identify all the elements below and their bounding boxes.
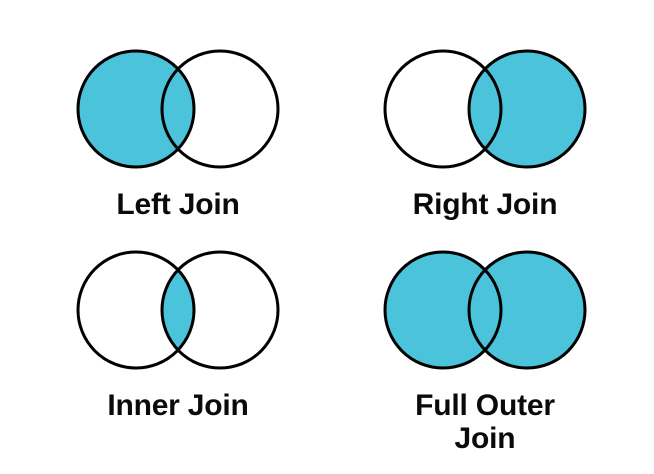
venn-figure-right-join <box>383 49 587 169</box>
venn-label-right-join: Right Join <box>412 188 558 221</box>
venn-cell-right-join: Right Join <box>355 44 615 221</box>
right-circle-right-join <box>469 51 585 167</box>
left-circle-outline-inner-join <box>76 250 196 370</box>
left-circle-outline-right-join <box>383 49 503 169</box>
venn-figure-full-outer-join <box>383 250 587 370</box>
right-circle-outline-full-outer-join <box>467 250 587 370</box>
left-circle-outline-full-outer-join <box>383 250 503 370</box>
venn-label-inner-join: Inner Join <box>107 389 249 422</box>
venn-figure-inner-join <box>76 250 280 370</box>
right-circle-inner-join <box>162 252 278 368</box>
venn-cell-full-outer-join: Full Outer Join <box>355 245 615 455</box>
right-circle-outline-inner-join <box>160 250 280 370</box>
right-circle-left-join <box>162 51 278 167</box>
venn-label-left-join: Left Join <box>116 188 240 221</box>
venn-cell-inner-join: Inner Join <box>48 245 308 422</box>
venn-cell-left-join: Left Join <box>48 44 308 221</box>
venn-label-full-outer-join: Full Outer Join <box>415 389 555 455</box>
left-circle-right-join <box>385 51 501 167</box>
right-circle-outline-right-join <box>467 49 587 169</box>
left-circle-full-outer-join <box>385 252 501 368</box>
left-circle-inner-join <box>78 252 194 368</box>
right-circle-outline-left-join <box>160 49 280 169</box>
left-circle-outline-left-join <box>76 49 196 169</box>
venn-figure-left-join <box>76 49 280 169</box>
right-circle-full-outer-join <box>469 252 585 368</box>
left-circle-left-join <box>78 51 194 167</box>
